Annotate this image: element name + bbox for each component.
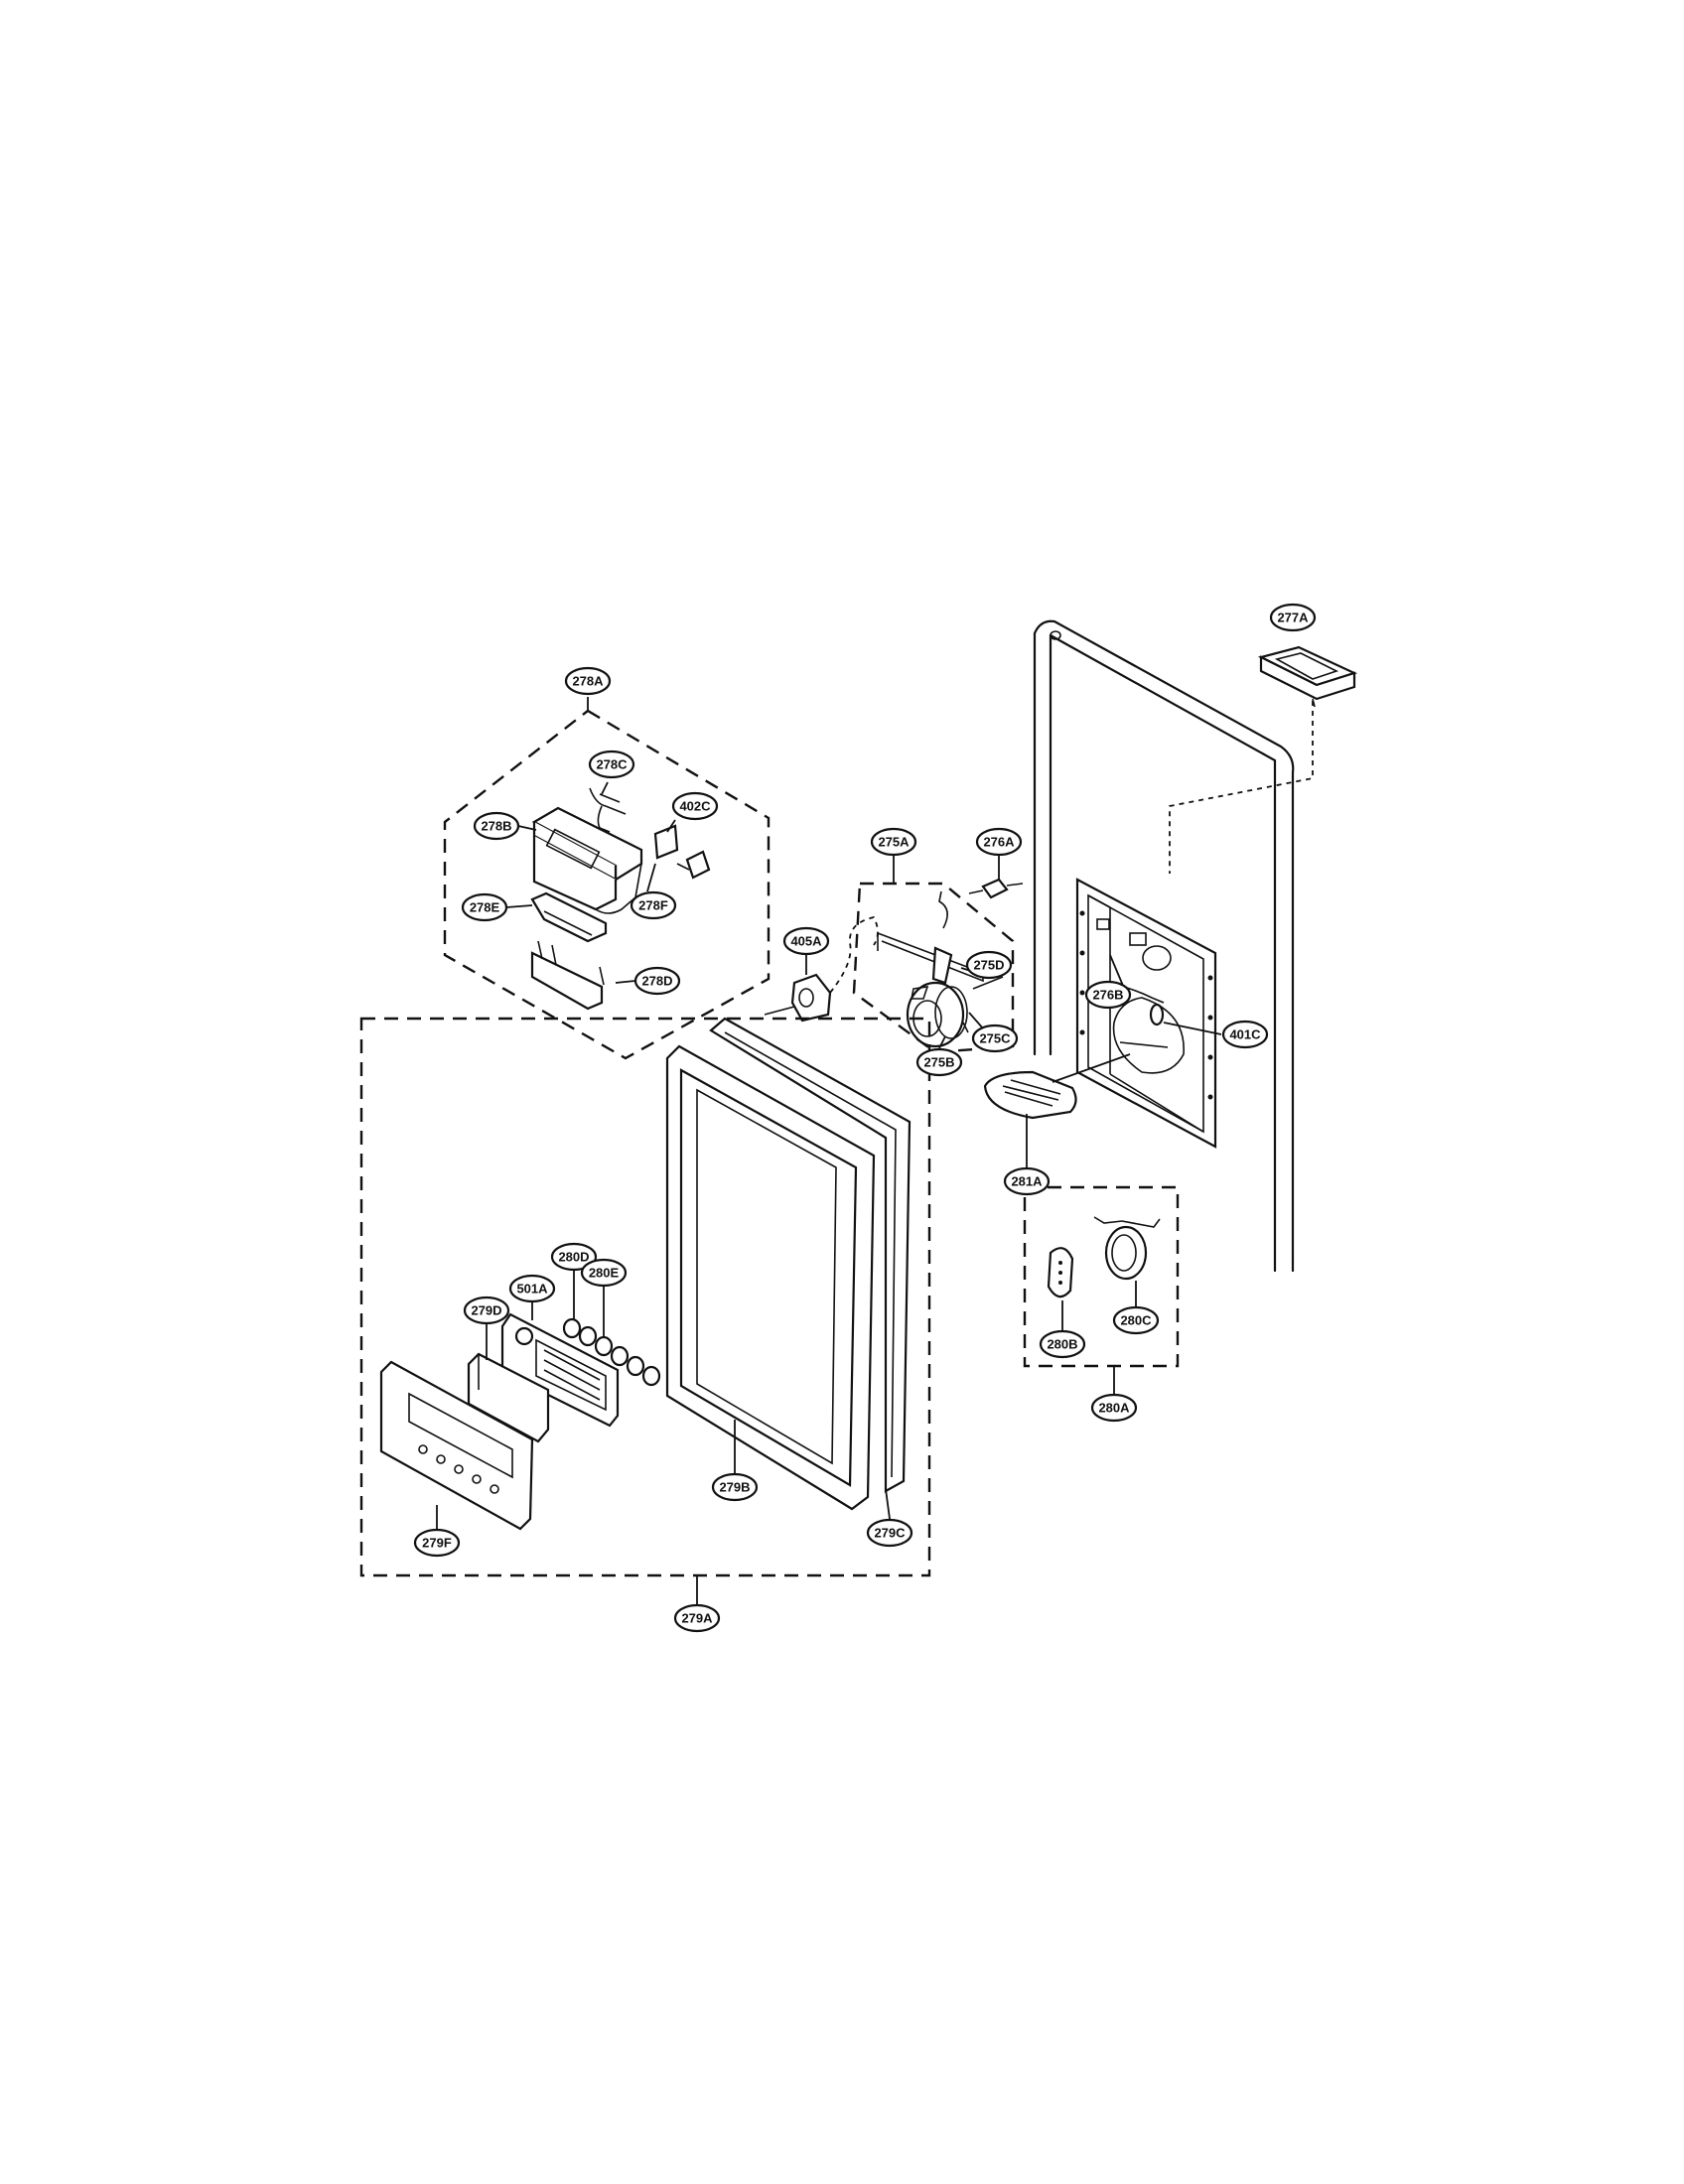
svg-text:278C: 278C bbox=[596, 757, 628, 772]
label-277A: 277A bbox=[1269, 603, 1317, 632]
label-279A: 279A bbox=[673, 1603, 721, 1633]
label-280A: 280A bbox=[1090, 1393, 1138, 1423]
svg-text:278E: 278E bbox=[470, 900, 500, 915]
label-275A: 275A bbox=[870, 827, 917, 857]
svg-text:405A: 405A bbox=[790, 934, 822, 949]
svg-text:278A: 278A bbox=[572, 674, 604, 689]
label-278D: 278D bbox=[633, 966, 681, 996]
label-280E: 280E bbox=[580, 1258, 628, 1288]
group-280A-outline bbox=[1023, 1185, 1180, 1368]
label-278F: 278F bbox=[630, 890, 677, 920]
label-281A: 281A bbox=[1003, 1166, 1051, 1196]
label-275D: 275D bbox=[965, 950, 1013, 980]
valve-405A-part bbox=[764, 915, 879, 1023]
svg-text:278D: 278D bbox=[641, 974, 672, 989]
label-280C: 280C bbox=[1112, 1305, 1160, 1335]
svg-text:276A: 276A bbox=[983, 835, 1015, 850]
svg-text:402C: 402C bbox=[679, 799, 711, 814]
dispenser-recess-housing bbox=[1075, 878, 1217, 1149]
label-279F: 279F bbox=[413, 1528, 461, 1558]
svg-text:279A: 279A bbox=[681, 1611, 713, 1626]
button-280B-part bbox=[1047, 1247, 1074, 1298]
label-276A: 276A bbox=[975, 827, 1023, 857]
svg-text:278B: 278B bbox=[481, 819, 511, 834]
frame-279C-part bbox=[709, 1017, 912, 1493]
lever-278E-part bbox=[530, 891, 608, 943]
button-caps-280D-280E bbox=[562, 1317, 661, 1387]
housing-278B-part bbox=[531, 806, 643, 914]
svg-text:279C: 279C bbox=[874, 1526, 906, 1541]
chute-cup-part bbox=[1257, 645, 1358, 708]
lever-278D-part bbox=[530, 940, 605, 1011]
label-275B: 275B bbox=[915, 1047, 963, 1077]
label-405A: 405A bbox=[782, 926, 830, 956]
label-278B: 278B bbox=[473, 811, 520, 841]
svg-text:280A: 280A bbox=[1098, 1401, 1130, 1416]
svg-text:501A: 501A bbox=[516, 1282, 548, 1297]
label-501A: 501A bbox=[508, 1274, 556, 1303]
drip-tray-part bbox=[983, 1070, 1077, 1120]
label-280D: 280D bbox=[550, 1242, 598, 1272]
svg-text:280E: 280E bbox=[589, 1266, 620, 1281]
label-276B: 276B bbox=[1084, 980, 1132, 1010]
svg-text:278F: 278F bbox=[638, 898, 668, 913]
label-278C: 278C bbox=[588, 750, 635, 779]
svg-text:275C: 275C bbox=[979, 1031, 1011, 1046]
svg-text:281A: 281A bbox=[1011, 1174, 1043, 1189]
svg-text:280B: 280B bbox=[1047, 1337, 1077, 1352]
switch-280C-part bbox=[1093, 1216, 1161, 1281]
decor-plate-279F-part bbox=[379, 1360, 534, 1531]
label-401C: 401C bbox=[1221, 1020, 1269, 1049]
svg-text:279D: 279D bbox=[471, 1303, 501, 1318]
cover-402C-part bbox=[653, 824, 711, 880]
group-279A-outline bbox=[359, 1017, 931, 1577]
motor-assembly-part bbox=[877, 890, 1004, 1048]
svg-text:279B: 279B bbox=[719, 1480, 750, 1495]
svg-text:280D: 280D bbox=[558, 1250, 589, 1265]
switch-276A-part bbox=[968, 878, 1024, 899]
group-278A-outline bbox=[443, 709, 771, 1060]
label-279C: 279C bbox=[866, 1518, 913, 1548]
label-278A: 278A bbox=[564, 666, 612, 696]
svg-text:279F: 279F bbox=[422, 1536, 452, 1551]
door-outer-panel bbox=[1033, 619, 1295, 1273]
label-280B: 280B bbox=[1039, 1329, 1086, 1359]
bezel-279B-part bbox=[665, 1044, 876, 1511]
wire-278C-part bbox=[589, 787, 627, 833]
svg-text:280C: 280C bbox=[1120, 1313, 1152, 1328]
label-279D: 279D bbox=[463, 1296, 510, 1325]
svg-text:276B: 276B bbox=[1092, 988, 1123, 1003]
label-278E: 278E bbox=[461, 892, 508, 922]
label-279B: 279B bbox=[711, 1472, 759, 1502]
svg-text:275D: 275D bbox=[973, 958, 1004, 973]
label-402C: 402C bbox=[671, 791, 719, 821]
svg-text:401C: 401C bbox=[1229, 1027, 1261, 1042]
svg-text:275B: 275B bbox=[923, 1055, 954, 1070]
svg-text:275A: 275A bbox=[878, 835, 910, 850]
label-275C: 275C bbox=[971, 1024, 1019, 1053]
svg-text:277A: 277A bbox=[1277, 611, 1309, 625]
